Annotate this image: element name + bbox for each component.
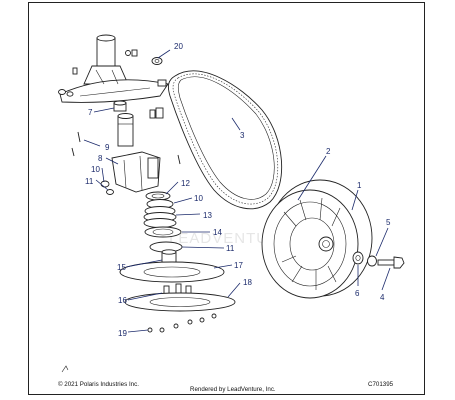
part-pin[interactable] xyxy=(71,131,181,165)
arrow-icon xyxy=(61,365,69,373)
callout-4: 4 xyxy=(380,293,385,302)
part-shaft[interactable] xyxy=(117,113,134,147)
callout-16: 16 xyxy=(118,296,127,305)
callout-7: 7 xyxy=(88,108,93,117)
leader-lines xyxy=(83,49,391,333)
callout-12: 12 xyxy=(181,179,190,188)
callout-1: 1 xyxy=(357,181,362,190)
diagram-frame xyxy=(28,2,425,395)
callout-9: 9 xyxy=(105,143,110,152)
callout-11-left: 11 xyxy=(85,177,94,186)
part-screws[interactable] xyxy=(147,313,217,333)
callout-14: 14 xyxy=(213,228,222,237)
part-spider[interactable] xyxy=(111,151,161,193)
part-spring[interactable] xyxy=(143,206,177,228)
part-drive-belt[interactable] xyxy=(167,70,283,210)
callout-8: 8 xyxy=(98,154,103,163)
part-retaining-ring[interactable] xyxy=(144,226,182,238)
callout-18: 18 xyxy=(243,278,252,287)
part-washer-left[interactable] xyxy=(100,180,114,195)
rendered-by-text: Rendered by LeadVenture, Inc. xyxy=(190,386,276,393)
callout-20: 20 xyxy=(174,42,183,51)
part-movable-sheave[interactable] xyxy=(261,179,373,299)
callout-15: 15 xyxy=(117,263,126,272)
part-fixed-sheave-post[interactable] xyxy=(58,34,169,119)
part-bushing[interactable] xyxy=(145,191,171,201)
part-outer-washer[interactable] xyxy=(352,251,364,265)
part-spacer[interactable] xyxy=(113,100,127,112)
callout-2: 2 xyxy=(326,147,331,156)
copyright-text: © 2021 Polaris Industries Inc. xyxy=(58,381,139,388)
part-bolt[interactable] xyxy=(377,256,405,269)
callout-3: 3 xyxy=(240,131,245,140)
callout-19: 19 xyxy=(118,329,127,338)
callout-13: 13 xyxy=(203,211,212,220)
part-weight-plate[interactable] xyxy=(124,292,236,312)
callout-11: 11 xyxy=(226,244,235,253)
watermark-text: LEADVENTURE xyxy=(169,230,291,247)
callout-5: 5 xyxy=(386,218,391,227)
callout-labels: 20 7 3 9 8 10 11 12 10 13 14 11 15 17 16… xyxy=(85,42,391,338)
part-nut[interactable] xyxy=(151,57,163,65)
callout-17: 17 xyxy=(234,261,243,270)
callout-10: 10 xyxy=(194,194,203,203)
callout-10-left: 10 xyxy=(91,165,100,174)
part-cam-plate[interactable] xyxy=(119,261,225,283)
part-lock-washer[interactable] xyxy=(367,255,377,267)
diagram-code: C701395 xyxy=(368,381,394,388)
callout-6: 6 xyxy=(355,289,360,298)
